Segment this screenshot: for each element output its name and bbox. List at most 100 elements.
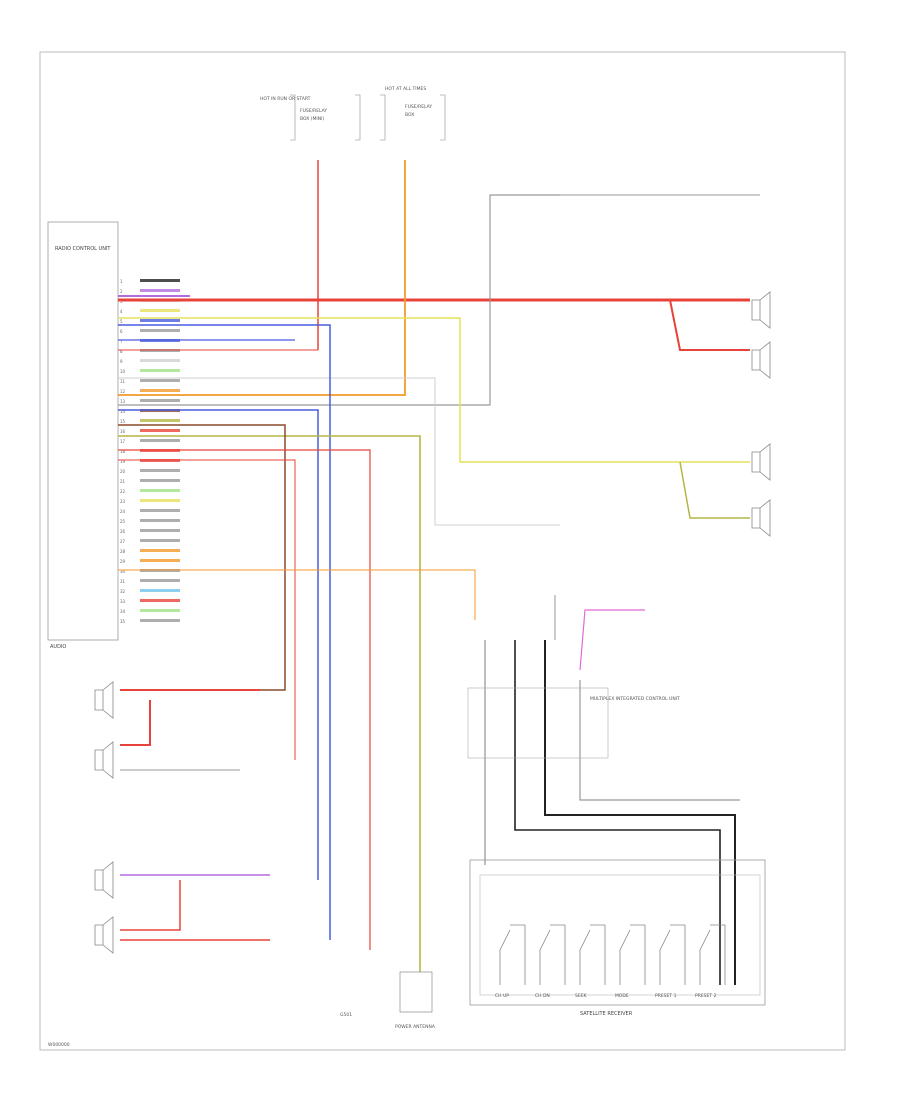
- pin-label: 34: [120, 609, 126, 614]
- pin-label: 29: [120, 559, 126, 564]
- fuse-box-2: HOT AT ALL TIMES FUSE/RELAY BOX: [380, 86, 446, 141]
- pin-wire-stub: [140, 559, 180, 562]
- radio-unit-label: RADIO CONTROL UNIT: [55, 246, 111, 252]
- diagram-border: [39, 51, 846, 1051]
- multiplex-label: MULTIPLEX INTEGRATED CONTROL UNIT: [590, 696, 680, 702]
- pin-wire-stub: [140, 609, 180, 612]
- wire-lf-spk2: [120, 700, 151, 746]
- wire-olive: [679, 461, 750, 519]
- pin-label: 25: [120, 519, 126, 524]
- pin-label: 10: [120, 369, 126, 374]
- satellite-receiver-inner: [479, 874, 761, 996]
- pin-wire-stub: [140, 399, 180, 402]
- pin-label: 23: [120, 499, 126, 504]
- pin-label: 22: [120, 489, 126, 494]
- pin-label: 13: [120, 399, 126, 404]
- pin-label: 8: [120, 349, 123, 354]
- pin-wire-stub: [140, 279, 180, 282]
- pin-wire-stub: [140, 509, 180, 512]
- pin-label: 1: [120, 279, 123, 284]
- speakers: [94, 291, 771, 954]
- pin-wire-stub: [140, 469, 180, 472]
- wire-red-lower2: [118, 459, 296, 760]
- wire-red-tweeter: [669, 299, 750, 351]
- satellite-button-label: PRESET 2: [695, 993, 717, 999]
- wire-rr-red2: [120, 880, 181, 931]
- right-rear-speaker-icon: [94, 916, 114, 954]
- satellite-switch-contact: [699, 924, 726, 985]
- wire-olive-long: [118, 435, 421, 972]
- pin-label: 21: [120, 479, 126, 484]
- pin-label: 31: [120, 579, 126, 584]
- fuse-box-2-line2: BOX: [405, 112, 414, 118]
- pin-label: 27: [120, 539, 126, 544]
- left-front-door-speaker-icon: [751, 443, 771, 481]
- satellite-button-label: CH UP: [495, 993, 509, 999]
- satellite-button-label: SEEK: [575, 993, 588, 999]
- pin-wire-stub: [140, 289, 180, 292]
- power-antenna-box: [399, 971, 433, 1013]
- satellite-switch-contact: [659, 924, 686, 985]
- radio-unit-box: [47, 221, 119, 641]
- pin-wire-stub: [140, 439, 180, 442]
- satellite-switch-contact: [579, 924, 606, 985]
- pin-label: 33: [120, 599, 126, 604]
- satellite-switch-contact: [539, 924, 566, 985]
- satellite-button-label: MODE: [615, 993, 629, 999]
- pin-wire-stub: [140, 549, 180, 552]
- pin-label: 12: [120, 389, 126, 394]
- wire-orange-mid: [118, 569, 476, 620]
- pin-wire-stub: [140, 499, 180, 502]
- wire-brown: [118, 424, 286, 691]
- fuse-box-1-label: HOT IN RUN OR START: [260, 96, 311, 102]
- pin-wire-stub: [140, 529, 180, 532]
- radio-unit-sub-label: AUDIO: [50, 644, 66, 650]
- wire-sat-2: [514, 640, 721, 985]
- pin-wire-stub: [140, 419, 180, 422]
- fuse-box-1: HOT IN RUN OR START FUSE/RELAY BOX (MINI…: [260, 94, 361, 141]
- pin-label: 14: [120, 409, 126, 414]
- pin-label: 32: [120, 589, 126, 594]
- pin-label: 15: [120, 419, 126, 424]
- pin-wire-stub: [140, 579, 180, 582]
- wire-yellow: [118, 317, 750, 463]
- power-antenna-label: POWER ANTENNA: [395, 1024, 436, 1030]
- pin-label: 11: [120, 379, 126, 384]
- wire-gray-top: [118, 194, 560, 406]
- wire-white: [118, 377, 560, 526]
- pin-label: 5: [120, 319, 123, 324]
- satellite-receiver-box: [469, 859, 766, 1006]
- left-rear-speaker-icon: [94, 741, 114, 779]
- right-rear-tweeter-icon: [94, 861, 114, 899]
- pin-label: 28: [120, 549, 126, 554]
- satellite-button-label: PRESET 1: [655, 993, 677, 999]
- radio-connector-pins: 1234567891011121314151617181920212223242…: [120, 279, 180, 624]
- pin-wire-stub: [140, 319, 180, 322]
- fuse-box-2-line1: FUSE/RELAY: [405, 104, 432, 110]
- pin-wire-stub: [140, 519, 180, 522]
- wire-blue-3: [118, 409, 319, 880]
- pin-wire-stub: [140, 359, 180, 362]
- pin-label: 4: [120, 309, 123, 314]
- satellite-buttons: CH UP CH DN SEEK MODE PRESET 1 PRESET 2: [495, 924, 726, 999]
- wire-sat-3: [544, 640, 736, 985]
- satellite-switch-contact: [619, 924, 646, 985]
- fuse-box-1-line2: BOX (MINI): [300, 116, 324, 122]
- pin-wire-stub: [140, 309, 180, 312]
- fuse-box-2-label: HOT AT ALL TIMES: [385, 86, 426, 92]
- pin-label: 19: [120, 459, 126, 464]
- wire-red-lower: [118, 449, 371, 950]
- pin-wire-stub: [140, 599, 180, 602]
- pin-wire-stub: [140, 489, 180, 492]
- mid-connector-box: [467, 687, 609, 759]
- satellite-receiver-label: SATELLITE RECEIVER: [580, 1011, 633, 1017]
- pin-label: 26: [120, 529, 126, 534]
- pin-label: 2: [120, 289, 123, 294]
- pin-wire-stub: [140, 329, 180, 332]
- pin-wire-stub: [140, 479, 180, 482]
- satellite-button-label: CH DN: [535, 993, 550, 999]
- pin-wire-stub: [140, 379, 180, 382]
- pin-wire-stub: [140, 429, 180, 432]
